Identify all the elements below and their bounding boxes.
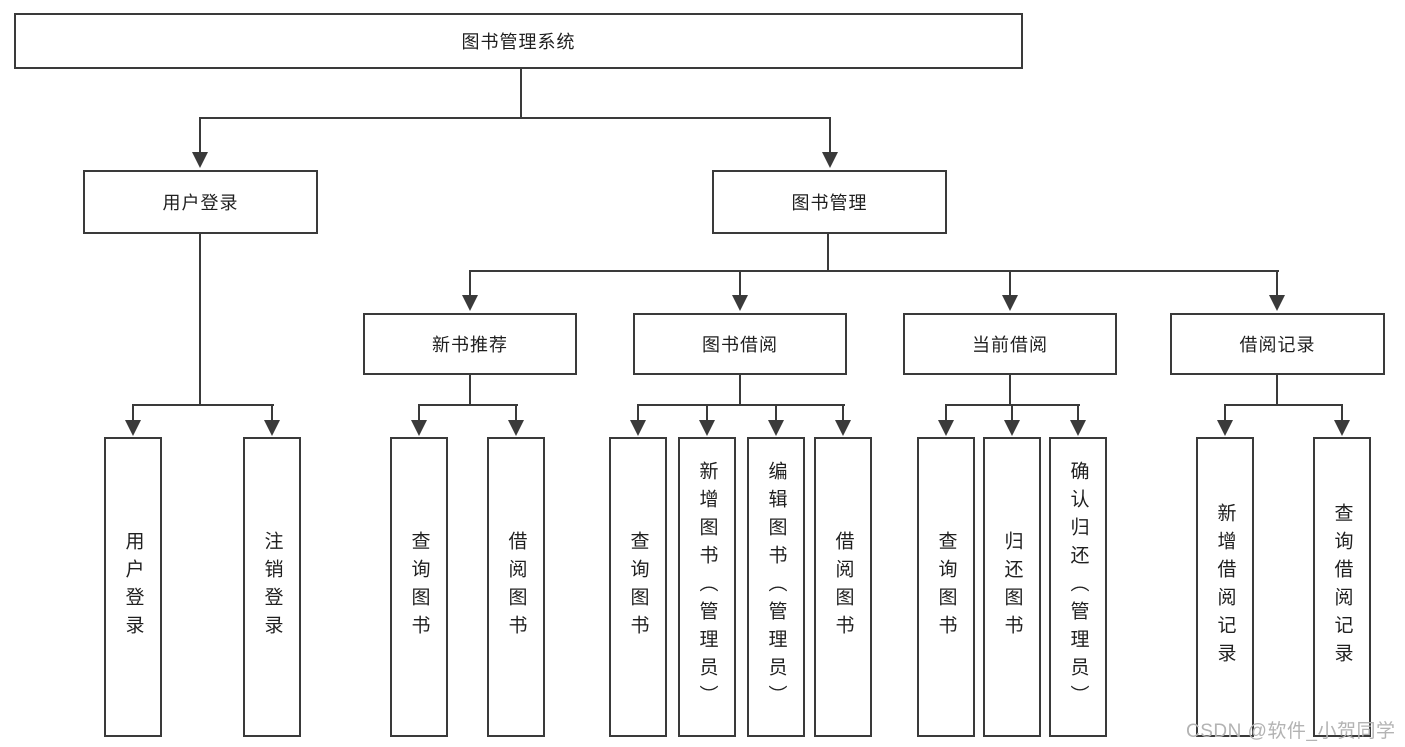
- leaf-add-book-admin: 新增图书（管理员）: [678, 437, 736, 737]
- connector-arrow-bb-borrow: [835, 406, 851, 436]
- node-current-borrow: 当前借阅: [903, 313, 1117, 375]
- node-book-management: 图书管理: [712, 170, 947, 234]
- connector-arrow-leaf-login: [125, 406, 141, 436]
- connector-arrow-cb-query: [938, 406, 954, 436]
- leaf-newbook-query-books: 查询图书: [390, 437, 448, 737]
- connector-arrow-bb-query: [630, 406, 646, 436]
- connector-arrow-current-borrow: [1002, 272, 1018, 311]
- connector-arrow-book-management: [822, 119, 838, 168]
- csdn-watermark: CSDN @软件_小贺同学: [1186, 721, 1396, 742]
- connector-level3-bar: [469, 270, 1279, 272]
- connector-arrow-nb-borrow: [508, 406, 524, 436]
- connector-arrow-user-login: [192, 119, 208, 168]
- leaf-borrow-query-books: 查询图书: [609, 437, 667, 737]
- connector-current-borrow-stem: [1009, 375, 1011, 404]
- connector-new-book-stem: [469, 375, 471, 404]
- connector-level2-bar: [199, 117, 831, 119]
- connector-arrow-new-book: [462, 272, 478, 311]
- connector-arrow-cb-confirm: [1070, 406, 1086, 436]
- connector-arrow-bb-add: [699, 406, 715, 436]
- connector-records-stem: [1276, 375, 1278, 404]
- connector-arrow-rec-add: [1217, 406, 1233, 436]
- connector-current-borrow-bar: [945, 404, 1080, 406]
- leaf-edit-book-admin: 编辑图书（管理员）: [747, 437, 805, 737]
- connector-arrow-rec-query: [1334, 406, 1350, 436]
- leaf-user-login: 用户登录: [104, 437, 162, 737]
- node-user-login: 用户登录: [83, 170, 318, 234]
- leaf-confirm-return-admin: 确认归还（管理员）: [1049, 437, 1107, 737]
- leaf-logout: 注销登录: [243, 437, 301, 737]
- connector-book-management-stem: [827, 234, 829, 270]
- connector-book-borrow-stem: [739, 375, 741, 404]
- connector-arrow-book-borrow: [732, 272, 748, 311]
- node-library-system: 图书管理系统: [14, 13, 1023, 69]
- node-new-book-recommend: 新书推荐: [363, 313, 577, 375]
- leaf-add-borrow-record: 新增借阅记录: [1196, 437, 1254, 737]
- leaf-current-query-books: 查询图书: [917, 437, 975, 737]
- connector-user-login-stem: [199, 234, 201, 404]
- connector-new-book-bar: [418, 404, 518, 406]
- leaf-query-borrow-record: 查询借阅记录: [1313, 437, 1371, 737]
- leaf-return-books: 归还图书: [983, 437, 1041, 737]
- connector-arrow-bb-edit: [768, 406, 784, 436]
- connector-arrow-leaf-logout: [264, 406, 280, 436]
- connector-arrow-borrow-records: [1269, 272, 1285, 311]
- connector-arrow-cb-return: [1004, 406, 1020, 436]
- connector-records-bar: [1224, 404, 1343, 406]
- leaf-borrow-borrow-books: 借阅图书: [814, 437, 872, 737]
- leaf-newbook-borrow-books: 借阅图书: [487, 437, 545, 737]
- connector-arrow-nb-query: [411, 406, 427, 436]
- node-book-borrow: 图书借阅: [633, 313, 847, 375]
- connector-root-trunk: [520, 69, 522, 117]
- connector-user-login-bar: [132, 404, 274, 406]
- connector-book-borrow-bar: [637, 404, 845, 406]
- node-borrow-records: 借阅记录: [1170, 313, 1385, 375]
